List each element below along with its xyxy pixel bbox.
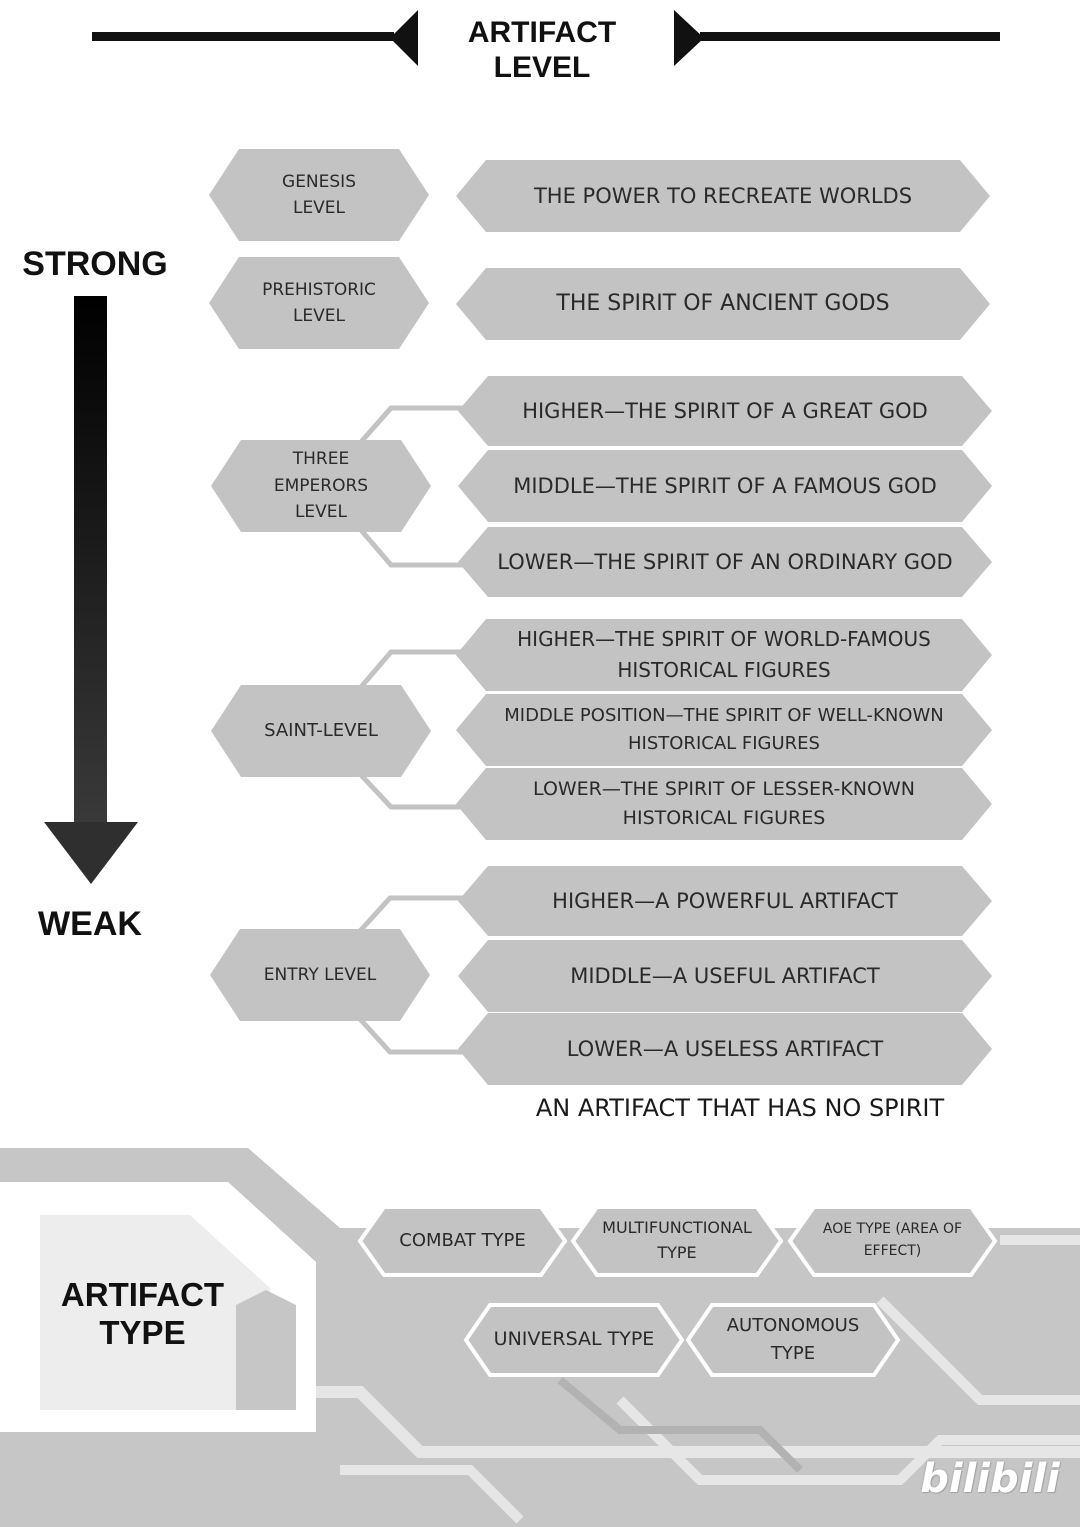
sublevel-box xyxy=(458,450,992,522)
type-box xyxy=(570,1205,784,1277)
level-box xyxy=(211,440,431,532)
level-box xyxy=(209,149,429,241)
type-box xyxy=(357,1205,568,1277)
type-label: UNIVERSAL TYPE xyxy=(493,1328,655,1351)
type-label: COMBAT TYPE xyxy=(399,1230,526,1252)
scale-arrow-head xyxy=(44,822,138,884)
sublevel-box xyxy=(458,1013,992,1085)
level-name: ENTRY LEVEL xyxy=(263,964,377,985)
sublevel-box xyxy=(458,376,992,446)
sublevel-label: HIGHER—THE SPIRIT OF A GREAT GOD xyxy=(522,398,928,423)
level-name: SAINT-LEVEL xyxy=(264,720,378,742)
sublevel-box xyxy=(456,160,990,232)
type-box xyxy=(685,1303,901,1377)
type-label: AUTONOMOUS TYPE xyxy=(726,1315,860,1364)
connector-line xyxy=(359,649,486,689)
level-box xyxy=(210,929,430,1021)
strong-label: STRONG xyxy=(22,245,168,283)
sublevel-label: LOWER—THE SPIRIT OF AN ORDINARY GOD xyxy=(497,549,953,574)
page-title: ARTIFACT LEVEL xyxy=(467,16,617,84)
no-spirit-caption: AN ARTIFACT THAT HAS NO SPIRIT xyxy=(535,1094,945,1123)
connector-line xyxy=(359,773,486,810)
type-box xyxy=(787,1205,998,1277)
sublevel-label: LOWER—THE SPIRIT OF LESSER-KNOWN HISTORI… xyxy=(533,777,915,829)
types-title: ARTIFACT TYPE xyxy=(60,1276,225,1351)
connector-line xyxy=(358,895,488,933)
header-arrow-left xyxy=(390,10,418,66)
sublevel-box xyxy=(456,694,992,766)
sublevel-box xyxy=(456,268,990,340)
level-name: THREE EMPERORS LEVEL xyxy=(273,449,369,523)
level-box xyxy=(211,685,431,777)
sublevel-label: THE POWER TO RECREATE WORLDS xyxy=(533,183,913,208)
sublevel-label: HIGHER—THE SPIRIT OF WORLD-FAMOUS HISTOR… xyxy=(517,627,931,682)
connector-line xyxy=(358,1017,488,1055)
header-line-right xyxy=(700,32,1000,41)
sublevel-box xyxy=(456,619,992,691)
level-box xyxy=(209,257,429,349)
weak-label: WEAK xyxy=(38,905,142,943)
type-label: AOE TYPE (AREA OF EFFECT) xyxy=(822,1221,963,1259)
type-label: MULTIFUNCTIONAL TYPE xyxy=(602,1218,752,1262)
level-name: GENESIS LEVEL xyxy=(282,171,356,218)
level-name: PREHISTORIC LEVEL xyxy=(262,279,376,326)
sublevel-box xyxy=(458,866,992,936)
sublevel-label: MIDDLE POSITION—THE SPIRIT OF WELL-KNOWN… xyxy=(504,705,944,754)
sublevel-label: MIDDLE—A USEFUL ARTIFACT xyxy=(570,963,880,988)
header-arrow-right xyxy=(674,10,704,66)
sublevel-label: LOWER—A USELESS ARTIFACT xyxy=(566,1036,884,1061)
connector-line xyxy=(359,405,488,444)
connector-line xyxy=(359,528,488,568)
type-box xyxy=(463,1303,685,1377)
header-line-left xyxy=(92,32,394,41)
bilibili-logo: bilibili xyxy=(920,1456,1060,1502)
sublevel-label: HIGHER—A POWERFUL ARTIFACT xyxy=(552,888,898,913)
sublevel-box xyxy=(458,527,992,597)
sublevel-label: MIDDLE—THE SPIRIT OF A FAMOUS GOD xyxy=(513,473,937,498)
sublevel-box xyxy=(456,768,992,840)
sublevel-label: THE SPIRIT OF ANCIENT GODS xyxy=(556,290,890,316)
sublevel-box xyxy=(458,940,992,1012)
scale-arrow-shaft xyxy=(74,296,107,826)
